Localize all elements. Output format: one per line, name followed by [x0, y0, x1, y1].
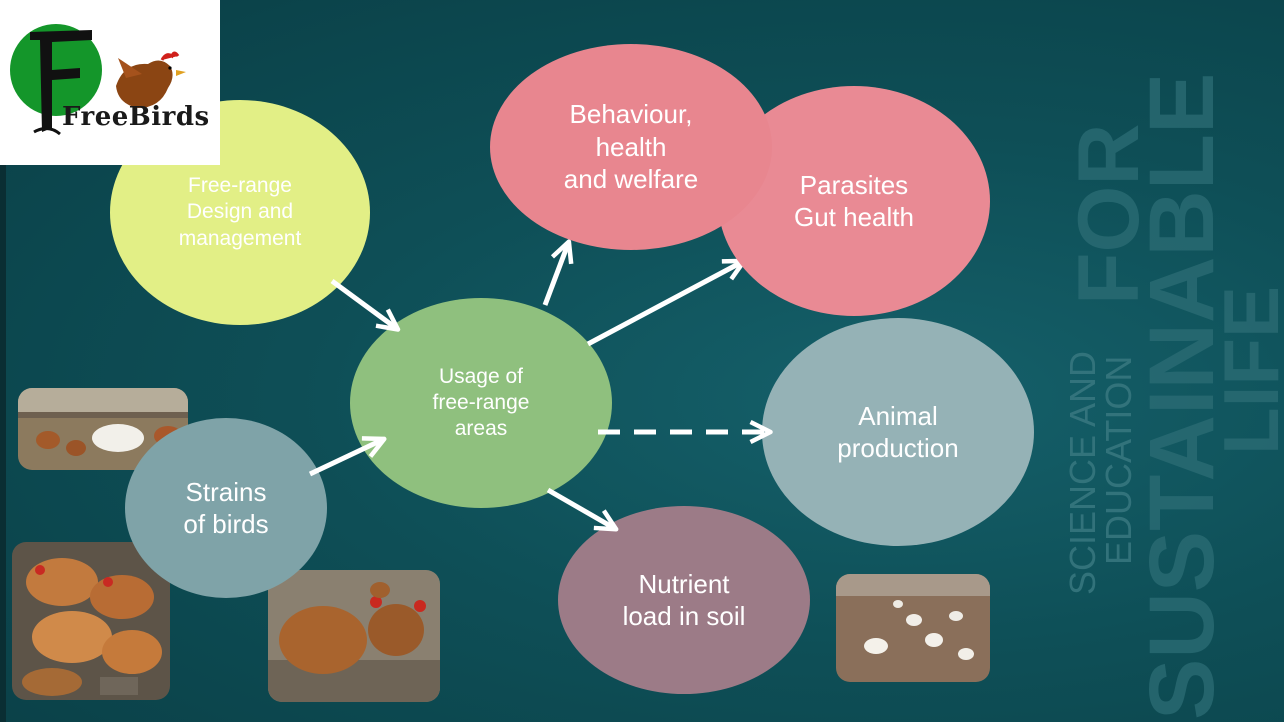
node-behaviour-label: Behaviour, health and welfare	[564, 98, 698, 196]
logo-text: FreeBirds	[62, 102, 210, 132]
freebirds-logo: FreeBirds	[0, 0, 220, 165]
arrow-usage-to-behaviour	[545, 244, 568, 305]
arrow-usage-to-parasites	[588, 262, 742, 344]
node-behaviour-welfare: Behaviour, health and welfare	[490, 44, 772, 250]
arrow-strains-to-usage	[310, 440, 382, 474]
arrow-design-to-usage	[332, 281, 396, 328]
freebirds-logo-graphic	[0, 0, 220, 165]
node-parasites-label: Parasites Gut health	[794, 169, 914, 234]
arrow-usage-to-nutrient	[548, 490, 614, 528]
